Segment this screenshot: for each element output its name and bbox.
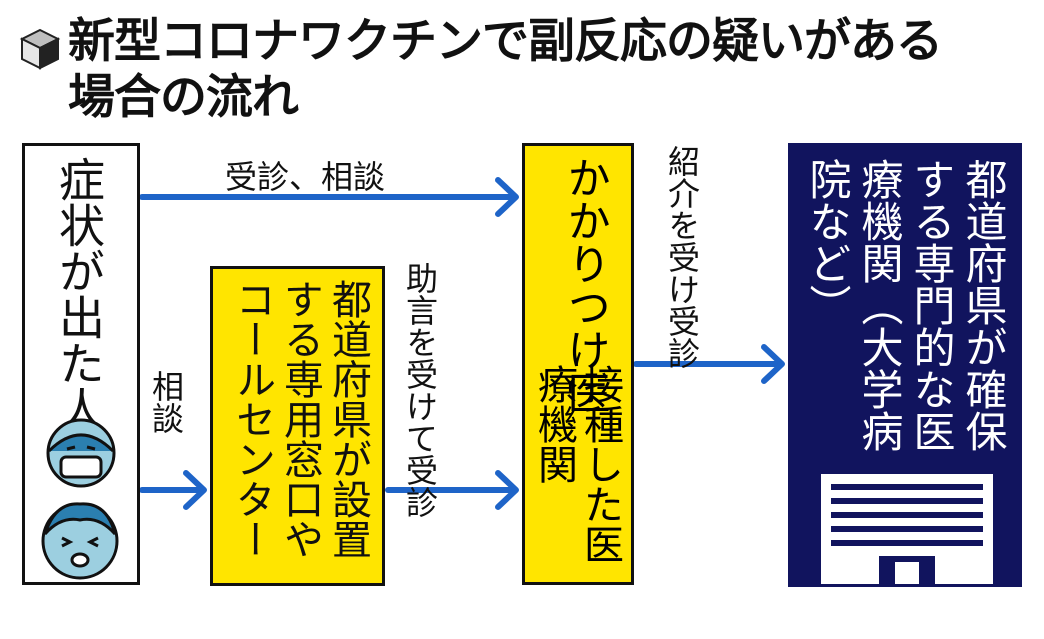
node-call-center-label: 都道府県が設置する専用窓口やコールセンター	[229, 279, 371, 559]
title-line-2: 場合の流れ	[68, 70, 299, 125]
edge-label-consult: 相談	[147, 370, 185, 434]
building-icon	[821, 474, 993, 584]
sick-person-icon	[41, 502, 119, 580]
node-vaccination-site-label: 接種した医療機関	[531, 364, 623, 564]
node-person-label: 症状が出た人	[52, 156, 106, 432]
title: 新型コロナワクチンで副反応の疑いがある 場合の流れ	[18, 14, 1028, 126]
node-university-hospital: 都道府県が確保する専門的な医療機関（大学病院など）	[788, 143, 1022, 587]
edge-label-referral-visit: 紹介を受け受診	[663, 145, 701, 369]
arrow-consult-head	[183, 470, 207, 510]
node-family-doctor-label: かかりつけ医	[560, 156, 610, 414]
edge-label-advice-visit: 助言を受けて受診	[401, 262, 439, 518]
cube-icon	[19, 28, 61, 70]
node-family-doctor: かかりつけ医 接種した医療機関	[522, 143, 634, 585]
node-person: 症状が出た人	[22, 143, 140, 585]
edge-label-consult-visit: 受診、相談	[225, 158, 386, 196]
arrow-advice-visit-head	[495, 470, 519, 510]
masked-person-icon	[46, 418, 116, 488]
title-line-1: 新型コロナワクチンで副反応の疑いがある	[68, 14, 943, 69]
node-university-hospital-label: 都道府県が確保する専門的な医療機関（大学病院など）	[803, 158, 1008, 452]
arrow-referral-visit-head	[761, 344, 785, 384]
node-call-center: 都道府県が設置する専用窓口やコールセンター	[210, 266, 385, 586]
arrow-consult-visit-head	[495, 177, 519, 217]
